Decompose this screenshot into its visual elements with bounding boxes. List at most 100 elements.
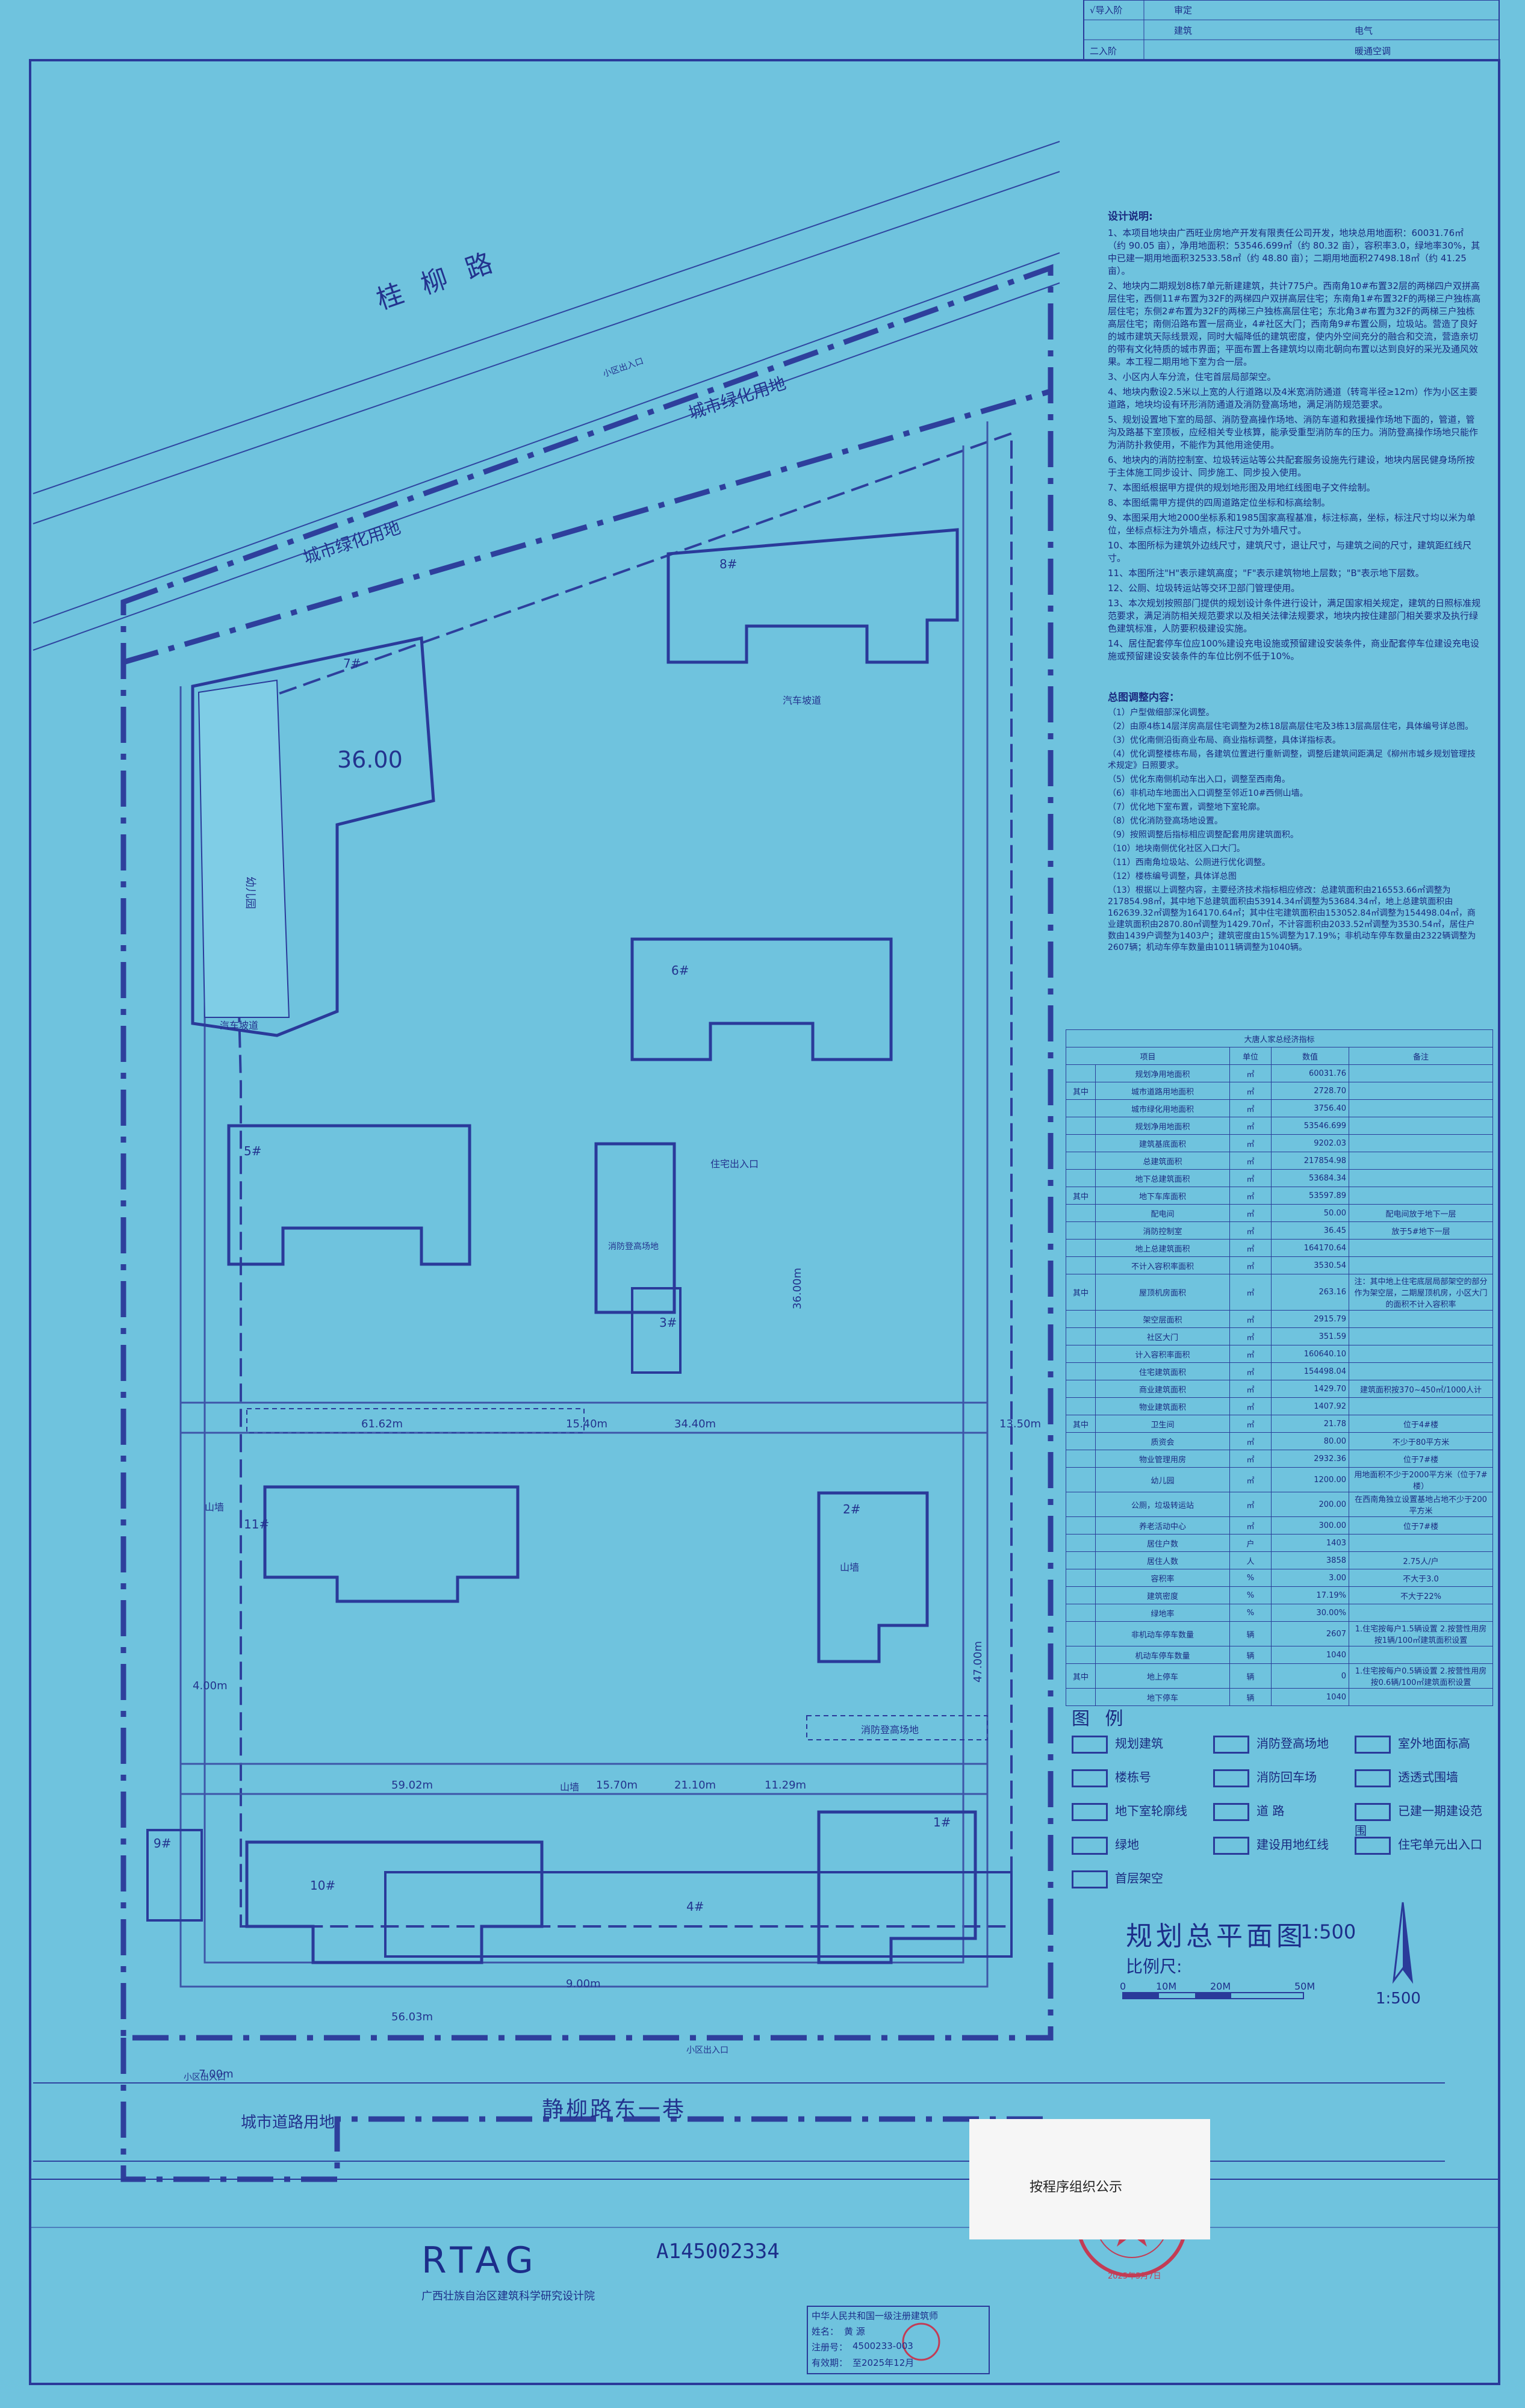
dimension-label: 11.29m bbox=[765, 1779, 807, 1792]
row-note bbox=[1349, 1064, 1493, 1082]
gate-label: 小区出入口 bbox=[686, 2046, 728, 2055]
row-value: 3.00 bbox=[1271, 1569, 1349, 1587]
top-strip-cell: 审定 bbox=[1174, 5, 1193, 16]
row-unit: % bbox=[1229, 1604, 1272, 1622]
row-unit: 辆 bbox=[1229, 1663, 1272, 1689]
row-unit: ㎡ bbox=[1229, 1327, 1272, 1345]
legend-label: 绿地 bbox=[1115, 1837, 1139, 1852]
row-unit: 辆 bbox=[1229, 1688, 1272, 1706]
legend-label: 地下室轮廓线 bbox=[1115, 1804, 1187, 1818]
hill-label: 山墙 bbox=[205, 1501, 225, 1513]
legend-label: 已建一期建设范围 bbox=[1355, 1804, 1482, 1838]
legend-swatch bbox=[1213, 1836, 1249, 1855]
dimension-label: 61.62m bbox=[361, 1418, 403, 1430]
row-note bbox=[1349, 1187, 1493, 1205]
legend-label: 室外地面标高 bbox=[1398, 1736, 1470, 1751]
row-unit: ㎡ bbox=[1229, 1082, 1272, 1100]
row-unit: ㎡ bbox=[1229, 1239, 1272, 1257]
row-unit: % bbox=[1229, 1586, 1272, 1604]
dimension-label: 36.00m bbox=[791, 1267, 804, 1310]
note-item: 13、本次规划按照部门提供的规划设计条件进行设计，满足国家相关规定，建筑的日照标… bbox=[1108, 598, 1481, 634]
row-group: 其中 bbox=[1066, 1274, 1096, 1311]
row-value: 164170.64 bbox=[1271, 1239, 1349, 1257]
row-value: 200.00 bbox=[1271, 1492, 1349, 1517]
note-item: 5、规划设置地下室的局部、消防登高操作场地、消防车道和救援操作场地下面的，管道，… bbox=[1108, 414, 1479, 450]
row-group bbox=[1066, 1221, 1096, 1240]
dimension-label: 4.00m bbox=[193, 1680, 228, 1692]
row-item: 居住人数 bbox=[1095, 1551, 1230, 1569]
dimension-label: 59.02m bbox=[391, 1779, 433, 1792]
row-note: 不大于22% bbox=[1349, 1586, 1493, 1604]
adjust-item: （4）优化调整楼栋布局，各建筑位置进行重新调整，调整后建筑间距满足《柳州市城乡规… bbox=[1108, 749, 1476, 771]
row-value: 30.00% bbox=[1271, 1604, 1349, 1622]
row-group: 其中 bbox=[1066, 1415, 1096, 1433]
road-use-label: 城市道路用地 bbox=[241, 2114, 335, 2132]
row-group bbox=[1066, 1450, 1096, 1468]
legend-label: 消防回车场 bbox=[1256, 1770, 1317, 1784]
reg-label: 注册号： bbox=[812, 2342, 848, 2353]
table-row: 绿地率%30.00% bbox=[1066, 1604, 1493, 1622]
scale-ratio: 1:500 bbox=[1376, 1990, 1421, 2008]
building-number: 3# bbox=[659, 1315, 677, 1330]
row-unit: ㎡ bbox=[1229, 1397, 1272, 1415]
row-group bbox=[1066, 1688, 1096, 1706]
note-item: 8、本图纸需甲方提供的四周道路定位坐标和标高绘制。 bbox=[1108, 497, 1331, 508]
row-item: 机动车停车数量 bbox=[1095, 1646, 1230, 1664]
table-title: 大唐人家总经济指标 bbox=[1066, 1029, 1493, 1047]
row-note bbox=[1349, 1534, 1493, 1552]
building-number: 8# bbox=[719, 557, 738, 571]
row-value: 1429.70 bbox=[1271, 1380, 1349, 1398]
row-value: 1403 bbox=[1271, 1534, 1349, 1552]
legend-swatch bbox=[1072, 1769, 1108, 1787]
legend-item: 首层架空 bbox=[1072, 1869, 1163, 1888]
legend-label: 透透式围墙 bbox=[1398, 1770, 1458, 1784]
legend-label: 住宅单元出入口 bbox=[1398, 1837, 1482, 1852]
row-note: 用地面积不少于2000平方米（位于7#楼） bbox=[1349, 1467, 1493, 1492]
row-note bbox=[1349, 1256, 1493, 1274]
building-number: 4# bbox=[686, 1899, 704, 1914]
note-item: 12、公厕、垃圾转运站等交环卫部门管理使用。 bbox=[1108, 583, 1300, 594]
publication-notice-text: 按程序组织公示 bbox=[1030, 2180, 1123, 2195]
row-note: 建筑面积按370~450㎡/1000人计 bbox=[1349, 1380, 1493, 1398]
hill-label: 山墙 bbox=[560, 1781, 580, 1793]
legend-label: 道 路 bbox=[1256, 1804, 1285, 1818]
adjust-item: （7）优化地下室布置，调整地下室轮廓。 bbox=[1108, 802, 1265, 812]
row-note: 位于7#楼 bbox=[1349, 1516, 1493, 1534]
scale-tick: 0 bbox=[1120, 1981, 1126, 1992]
row-group: 其中 bbox=[1066, 1663, 1096, 1689]
legend-swatch bbox=[1213, 1802, 1249, 1821]
row-note: 不少于80平方米 bbox=[1349, 1432, 1493, 1450]
row-value: 1040 bbox=[1271, 1688, 1349, 1706]
row-unit: ㎡ bbox=[1229, 1492, 1272, 1517]
legend-item: 住宅单元出入口 bbox=[1355, 1835, 1482, 1855]
row-value: 2932.36 bbox=[1271, 1450, 1349, 1468]
gate-label: 小区出入口 bbox=[184, 2073, 226, 2082]
row-item: 建筑密度 bbox=[1095, 1586, 1230, 1604]
row-unit: ㎡ bbox=[1229, 1117, 1272, 1135]
row-unit: ㎡ bbox=[1229, 1345, 1272, 1363]
legend-title: 图 例 bbox=[1072, 1708, 1128, 1730]
row-unit: 辆 bbox=[1229, 1646, 1272, 1664]
row-group bbox=[1066, 1569, 1096, 1587]
row-unit: ㎡ bbox=[1229, 1169, 1272, 1187]
top-strip bbox=[1083, 0, 1500, 61]
row-note bbox=[1349, 1082, 1493, 1100]
adjust-item: （5）优化东南侧机动车出入口，调整至西南角。 bbox=[1108, 775, 1290, 784]
row-group bbox=[1066, 1064, 1096, 1082]
drawing-title: 规划总平面图 bbox=[1126, 1921, 1306, 1952]
building-number: 1# bbox=[933, 1815, 951, 1829]
row-item: 地上停车 bbox=[1095, 1663, 1230, 1689]
row-note bbox=[1349, 1134, 1493, 1152]
row-unit: ㎡ bbox=[1229, 1274, 1272, 1311]
row-group bbox=[1066, 1099, 1096, 1117]
